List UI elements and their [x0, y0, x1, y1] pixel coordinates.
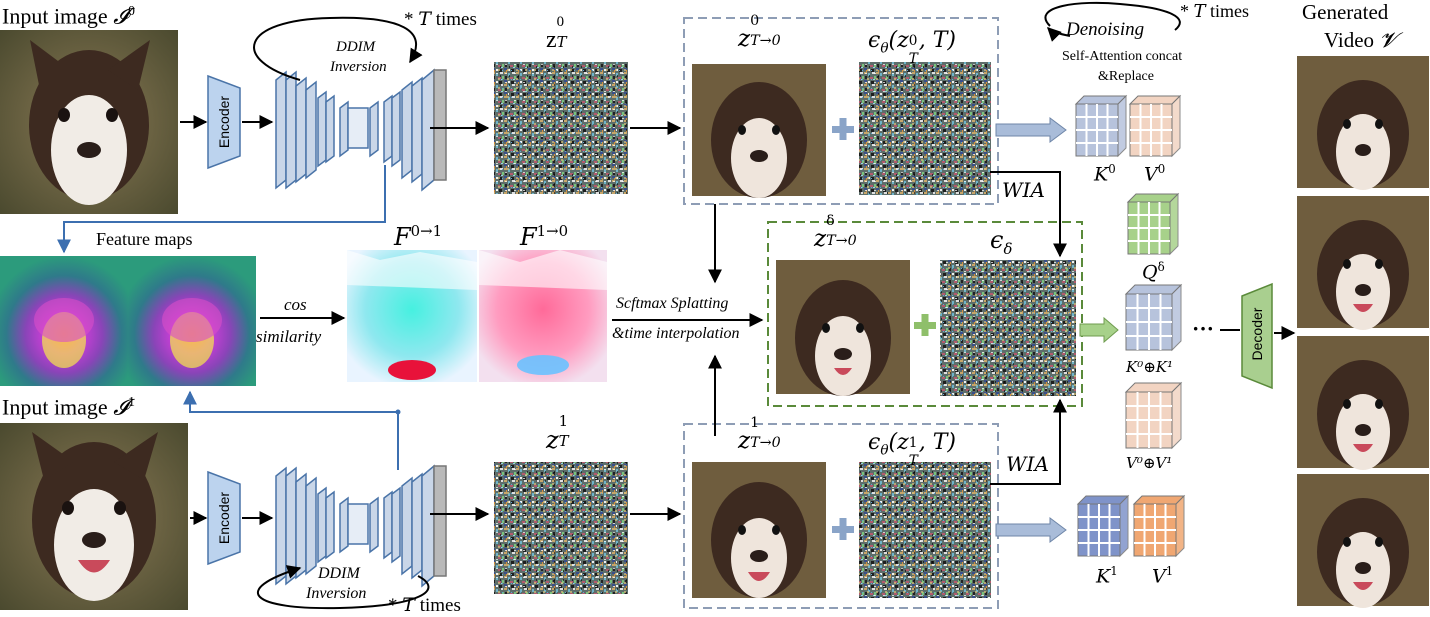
- output-frame-2: [1297, 196, 1429, 330]
- sa-label-1: Self-Attention concat: [1062, 49, 1183, 64]
- flow-map-forward: [347, 250, 477, 382]
- plus-bottom: [832, 518, 854, 540]
- bottom-denoise-box: [683, 423, 999, 609]
- vcat-label: V⁰⊕V¹: [1126, 454, 1173, 472]
- decoder: [1241, 282, 1273, 390]
- denoising-times: * T times: [1180, 1, 1250, 22]
- v1-label: V1: [1152, 564, 1174, 588]
- mid-box-image: [776, 260, 910, 396]
- q-cube: [1126, 192, 1180, 256]
- inversion-label-bottom-1: DDIM: [318, 565, 360, 582]
- encoder-top: [207, 74, 241, 170]
- k1-label: K1: [1096, 564, 1118, 588]
- feature-maps-title: Feature maps: [96, 229, 193, 249]
- plus-top: [832, 118, 854, 140]
- encoder-label-bottom: Encoder: [216, 491, 232, 545]
- wia-label-bottom: WIA: [1006, 452, 1049, 476]
- fat-arrow-mid: [1079, 316, 1119, 344]
- v1-cube: [1132, 494, 1186, 558]
- unet-top: [275, 68, 447, 192]
- fat-arrow-top: [995, 117, 1067, 143]
- wia-label-top: WIA: [1002, 178, 1045, 202]
- decoder-label: Decoder: [1249, 307, 1265, 361]
- top-box-image: [692, 64, 826, 198]
- input-image-top: [0, 30, 178, 214]
- v0-label: V0: [1144, 162, 1166, 186]
- kcat-cube: [1124, 283, 1183, 352]
- inversion-loop-bottom: [257, 565, 430, 610]
- q-label: Qδ: [1142, 260, 1165, 284]
- output-frame-3: [1297, 336, 1429, 470]
- k0-label: K0: [1094, 162, 1116, 186]
- input-label-top: Input image 𝓘0: [2, 3, 135, 30]
- feature-map-1: [128, 256, 256, 386]
- denoising-loop: [1044, 1, 1181, 31]
- k0-cube: [1074, 94, 1128, 158]
- unet-bottom: [275, 464, 447, 588]
- sa-label-2: &Replace: [1098, 69, 1154, 84]
- kcat-label: K⁰⊕K¹: [1126, 358, 1174, 376]
- top-denoise-box: [683, 17, 999, 205]
- mid-interp-box: [767, 221, 1083, 407]
- splatting-label-2: &time interpolation: [612, 325, 740, 342]
- cos-label-1: cos: [284, 295, 307, 314]
- flow-label-fwd: F0→1: [394, 222, 443, 251]
- feature-map-0: [0, 256, 128, 386]
- fat-arrow-bottom: [995, 517, 1067, 543]
- plus-mid: [914, 314, 936, 336]
- output-frame-4: [1297, 474, 1429, 608]
- splatting-label-1: Scftmax Splatting: [616, 295, 729, 312]
- encoder-label-top: Encoder: [216, 95, 232, 149]
- output-label-1: Generated: [1302, 0, 1389, 24]
- inversion-times-top: * T times: [404, 8, 477, 30]
- inversion-loop-top: [253, 16, 423, 81]
- k1-cube: [1076, 494, 1130, 558]
- flow-label-bwd: F1→0: [520, 222, 569, 251]
- inversion-label-top-2: Inversion: [330, 59, 387, 75]
- bottom-box-image: [692, 462, 826, 598]
- flow-map-backward: [479, 250, 607, 382]
- inversion-times-bottom: * T times: [388, 594, 461, 616]
- denoising-label: Denoising: [1066, 19, 1145, 40]
- input-label-bottom: Input image 𝓘1: [2, 394, 135, 421]
- output-label-2: Video 𝓥: [1324, 28, 1397, 52]
- encoder-bottom: [207, 470, 241, 566]
- vcat-cube: [1124, 381, 1183, 450]
- v0-cube: [1128, 94, 1182, 158]
- ellipsis: ···: [1192, 316, 1215, 341]
- input-image-bottom: [0, 423, 188, 610]
- inversion-label-top-1: DDIM: [336, 39, 376, 55]
- cos-label-2: similarity: [256, 327, 322, 346]
- output-frame-1: [1297, 56, 1429, 190]
- inversion-label-bottom-2: Inversion: [306, 585, 367, 602]
- mid-box-noise-label: ϵδ: [990, 226, 1013, 258]
